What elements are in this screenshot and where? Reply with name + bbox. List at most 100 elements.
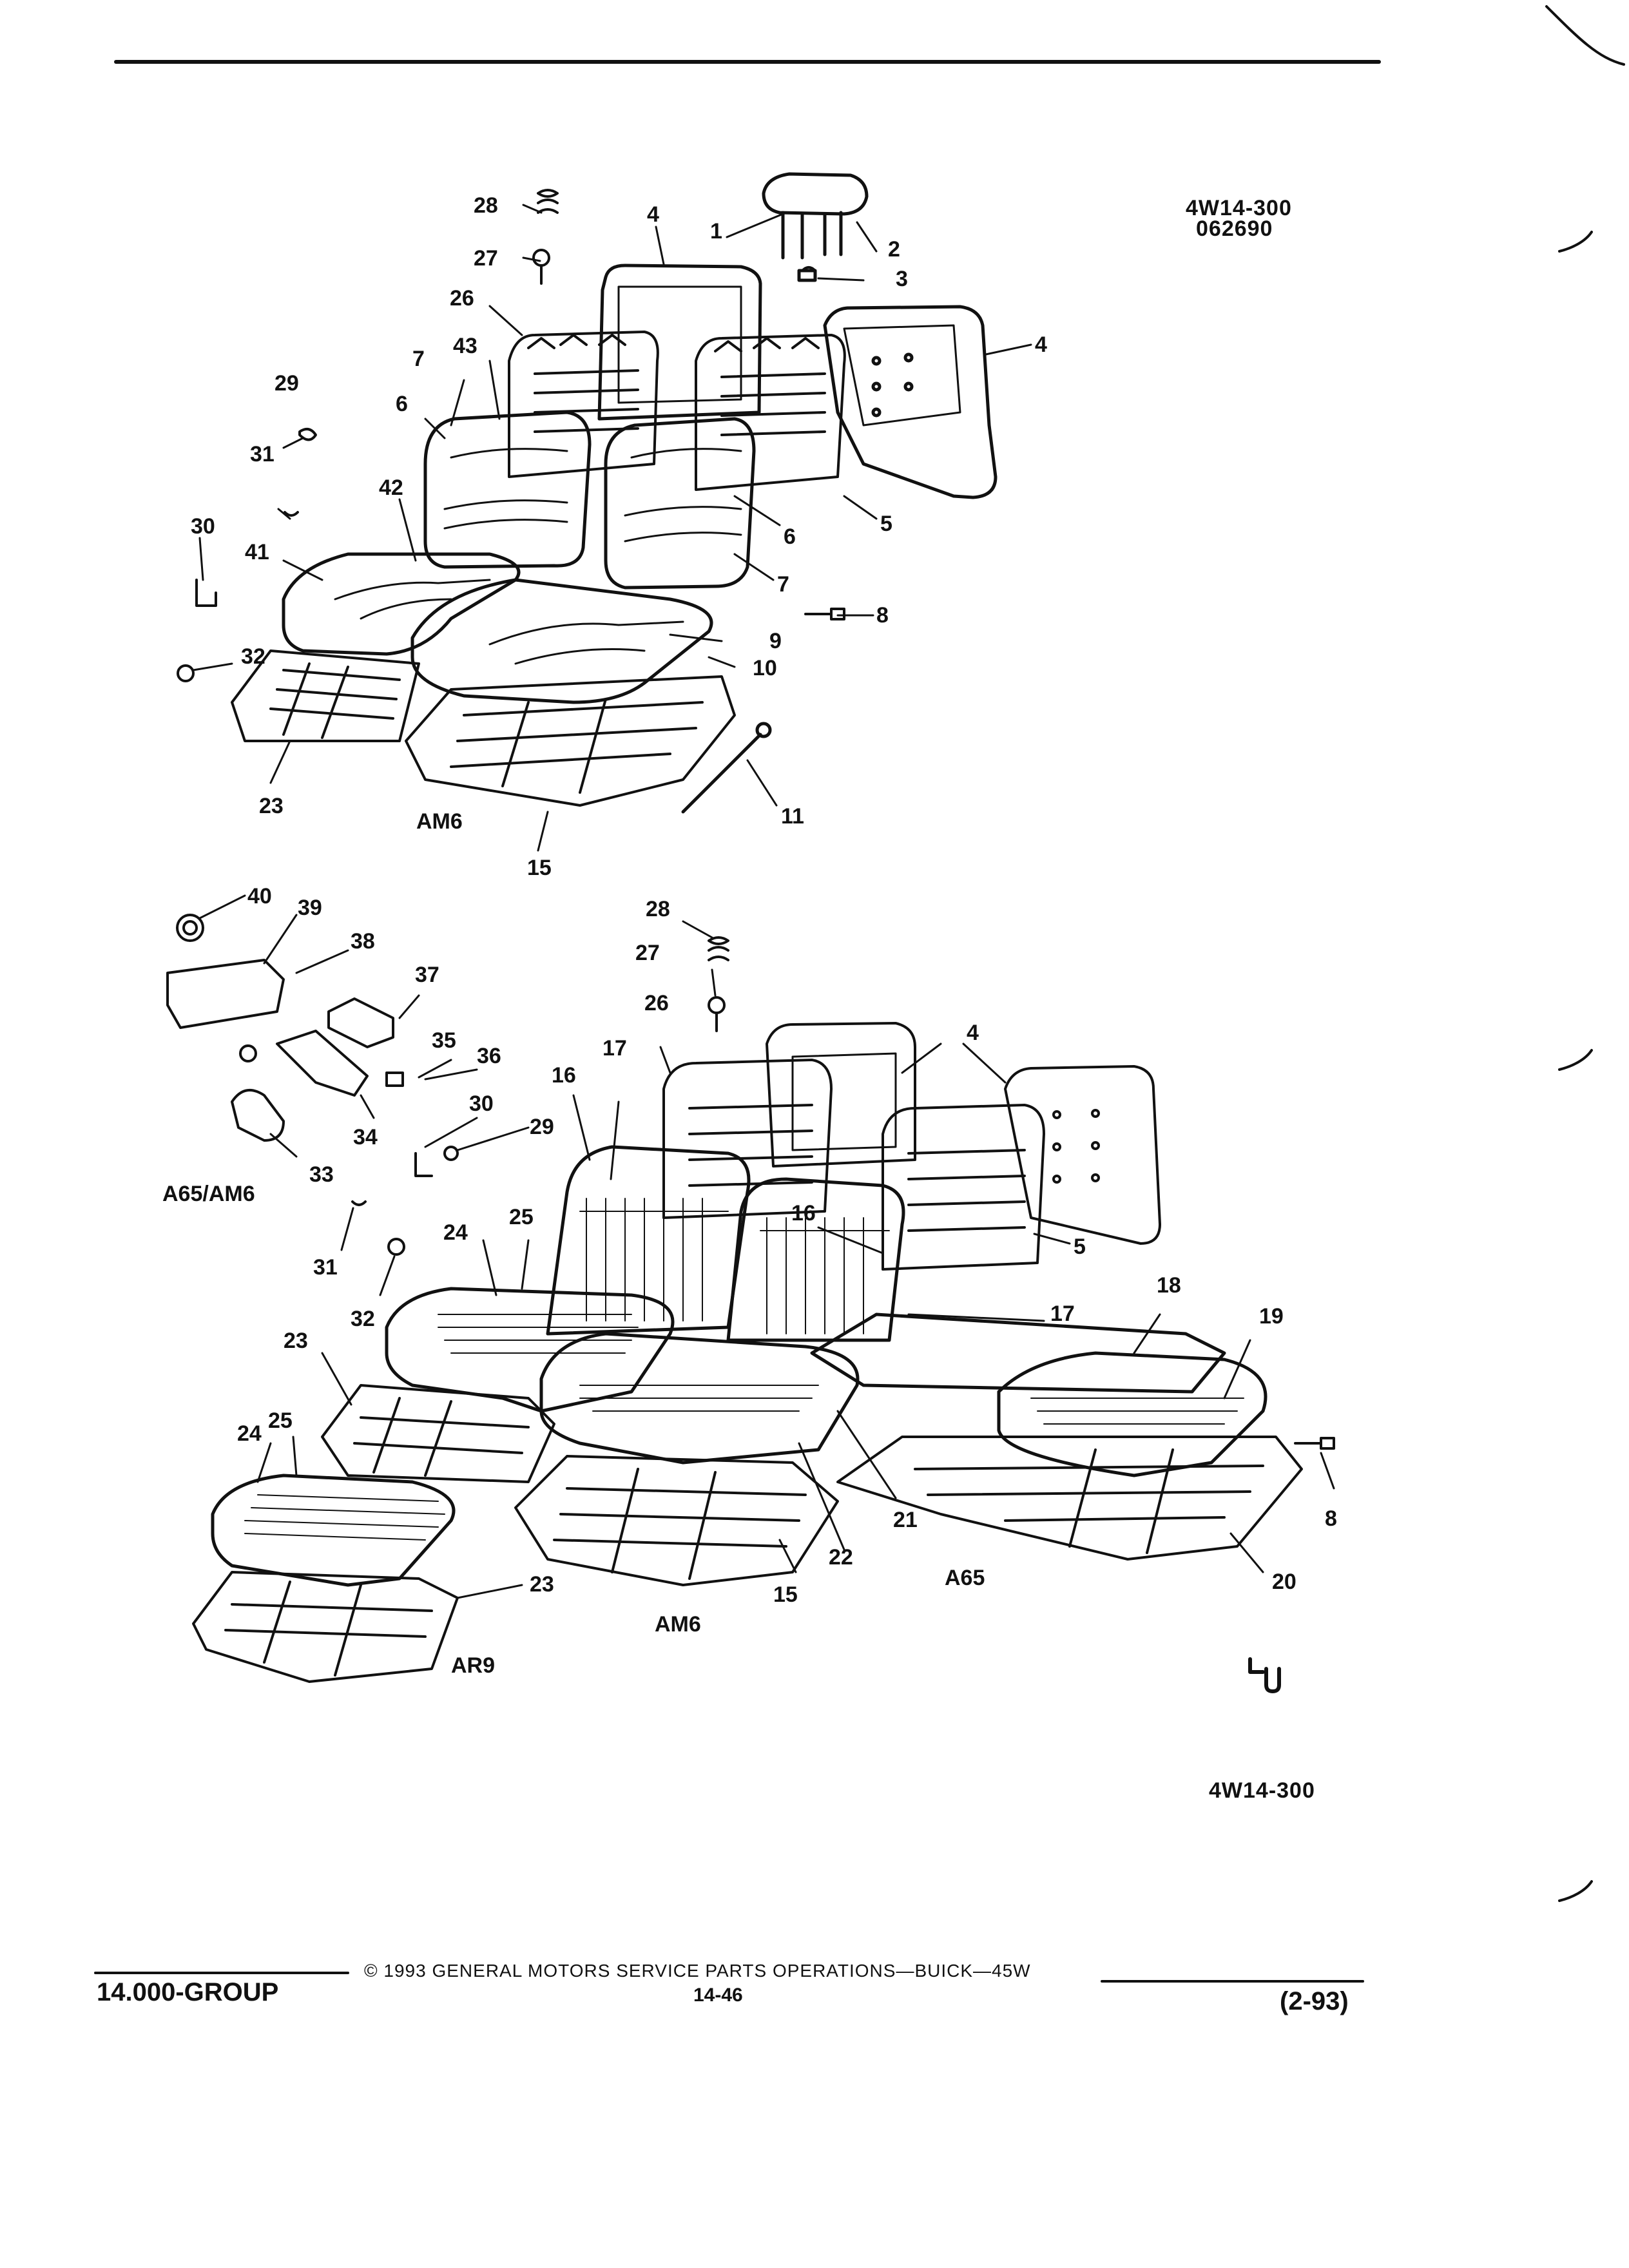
callout-number: 15 [773, 1582, 798, 1607]
bench-seat-pan-center [514, 1455, 839, 1586]
callout-number: 35 [432, 1028, 456, 1053]
callout-number: 4 [647, 202, 659, 227]
callout-number: 32 [351, 1307, 375, 1331]
revision-mark-icon [1248, 1657, 1281, 1693]
callout-number: 39 [298, 896, 322, 920]
callout-number: 18 [1157, 1273, 1181, 1298]
small-parts-upper [177, 189, 845, 682]
callout-number: 8 [876, 603, 889, 628]
callout-number: 1 [710, 219, 722, 244]
callout-number: 23 [530, 1572, 554, 1597]
figure-code: 4W14-300 [1186, 196, 1292, 220]
headrest-guide [797, 269, 817, 282]
callout-number: 2 [888, 237, 900, 262]
page-number: 14-46 [693, 1984, 743, 2006]
copyright-line: © 1993 GENERAL MOTORS SERVICE PARTS OPER… [364, 1961, 1031, 1981]
variant-label: AM6 [655, 1612, 701, 1637]
leader-lines-upper [192, 204, 1032, 852]
variant-label: AR9 [451, 1653, 496, 1678]
callout-number: 40 [247, 884, 272, 908]
callout-number: 27 [635, 941, 660, 965]
callout-number: 27 [474, 246, 498, 271]
seat-pan-left [231, 649, 420, 742]
callout-number: 3 [896, 267, 908, 291]
ar9-seat-pan [192, 1571, 459, 1683]
callout-number: 10 [753, 656, 777, 680]
callout-number: 24 [237, 1421, 262, 1446]
seatback-panel-lower-right [1004, 1065, 1161, 1245]
callout-number: 37 [415, 963, 439, 987]
rear-seatback-panel-right [823, 305, 998, 499]
callout-number: 7 [777, 572, 789, 597]
small-parts-lower [166, 914, 1335, 1450]
seat-frame-right [695, 334, 846, 491]
callout-number: 41 [245, 540, 269, 564]
callout-number: 15 [527, 856, 552, 880]
callout-number: 36 [477, 1044, 501, 1068]
callout-number: 38 [351, 929, 375, 954]
callout-number: 6 [396, 392, 408, 416]
group-label: 14.000-GROUP [97, 1978, 279, 2006]
callout-number: 43 [453, 334, 477, 358]
callout-number: 23 [259, 794, 284, 818]
callout-number: 30 [191, 514, 215, 539]
bench-seat-pan-left [321, 1384, 555, 1483]
bench-seat-cushion [385, 1287, 1268, 1477]
callout-number: 29 [530, 1115, 554, 1139]
callout-number: 33 [309, 1162, 334, 1187]
binder-mark [1545, 5, 1625, 66]
date-code: 062690 [1196, 216, 1273, 241]
callout-number: 17 [1050, 1302, 1075, 1326]
binder-mark [1558, 1880, 1593, 1902]
callout-number: 20 [1272, 1570, 1296, 1594]
seat-pan-right [405, 675, 736, 807]
callout-number: 32 [241, 644, 265, 669]
headrest [762, 172, 869, 260]
callout-number: 34 [353, 1125, 378, 1149]
callout-number: 22 [829, 1545, 853, 1570]
revision-label: (2-93) [1280, 1987, 1349, 2015]
cable [681, 733, 762, 814]
callout-number: 5 [1074, 1235, 1086, 1259]
callout-number: 26 [644, 991, 669, 1015]
callout-number: 25 [509, 1205, 534, 1229]
callout-number: 23 [284, 1329, 308, 1353]
callout-number: 19 [1259, 1304, 1284, 1329]
callout-number: 31 [313, 1255, 338, 1280]
bench-seat-pan-right [836, 1436, 1303, 1561]
seat-frame-lower-left [662, 1059, 833, 1219]
seat-cushion-right [410, 578, 713, 704]
bench-back-left [546, 1145, 751, 1336]
seat-cushion-left [282, 552, 521, 656]
callout-number: 17 [602, 1036, 627, 1061]
seatback-cushion-right [604, 417, 756, 590]
callout-number: 42 [379, 476, 403, 500]
callout-number: 30 [469, 1091, 494, 1116]
binder-mark [1558, 231, 1593, 253]
callout-number: 31 [250, 442, 275, 466]
callout-number: 26 [450, 286, 474, 311]
callout-number: 24 [443, 1220, 468, 1245]
callout-number: 16 [791, 1201, 816, 1225]
leader-lines-lower [198, 894, 1335, 1599]
ar9-cushion [211, 1474, 456, 1587]
seat-frame-left [508, 331, 659, 478]
callout-number: 29 [275, 371, 299, 396]
bottom-figure-code: 4W14-300 [1209, 1778, 1315, 1803]
callout-number: 21 [893, 1508, 918, 1532]
rear-seatback-panel [597, 264, 762, 421]
callout-number: 5 [880, 512, 892, 536]
footer-rules [94, 1972, 1364, 1983]
callout-number: 6 [784, 524, 796, 549]
seatback-cushion-left [423, 410, 592, 569]
callout-number: 4 [1035, 332, 1047, 357]
variant-label: AM6 [416, 809, 463, 834]
callout-number: 11 [781, 804, 804, 829]
variant-label: A65/AM6 [162, 1182, 255, 1206]
callout-number: 28 [646, 897, 670, 921]
callout-number: 8 [1325, 1506, 1337, 1531]
variant-label: A65 [945, 1566, 985, 1590]
callout-number: 25 [268, 1408, 293, 1433]
seat-frame-lower-right [882, 1104, 1045, 1271]
